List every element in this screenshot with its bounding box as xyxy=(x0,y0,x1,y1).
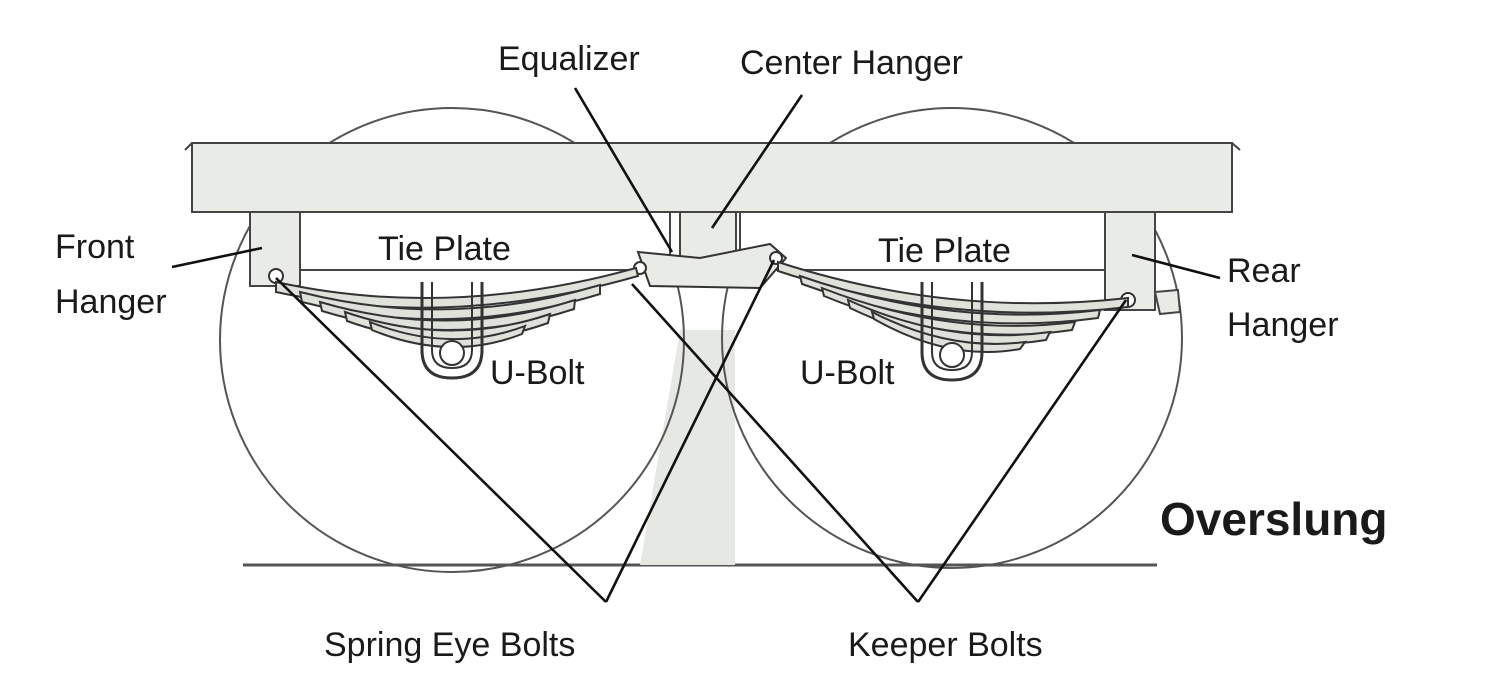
rear-hanger-leader xyxy=(1131,253,1221,280)
u-bolt-right-label: U-Bolt xyxy=(800,354,895,392)
front-spring-eye xyxy=(268,268,284,284)
tie-plate-left-label: Tie Plate xyxy=(378,230,511,268)
equalizer-leader xyxy=(573,87,674,253)
front-leaf-spring xyxy=(275,266,640,349)
spring-eye-bolts-label: Spring Eye Bolts xyxy=(324,626,575,664)
tie-plate-left-panel xyxy=(299,211,671,271)
rear-leaf-spring xyxy=(777,260,1129,354)
keeper-bolts-label: Keeper Bolts xyxy=(848,626,1043,664)
front-u-bolt xyxy=(420,282,484,380)
rear-wheel xyxy=(721,107,1183,569)
tie-plate-right-label: Tie Plate xyxy=(878,232,1011,270)
between-wheel-shading xyxy=(640,330,735,565)
front-hanger-label-line2: Hanger xyxy=(55,283,167,321)
keeper-bolts-leader-left xyxy=(631,283,919,603)
spring-eye-bolts-leader-right xyxy=(604,259,776,603)
tie-plate-right-panel xyxy=(739,211,1106,271)
rear-u-bolt xyxy=(920,282,984,382)
equalizer-label: Equalizer xyxy=(498,40,640,78)
diagram-title: Overslung xyxy=(1160,493,1388,545)
front-hanger-leader xyxy=(171,246,263,269)
rear-shackle xyxy=(1153,288,1182,316)
rear-hanger-label-line1: Rear xyxy=(1227,252,1301,290)
u-bolt-left-label: U-Bolt xyxy=(490,354,585,392)
front-hanger-label-line1: Front xyxy=(55,228,135,266)
rear-hanger-label-line2: Hanger xyxy=(1227,306,1339,344)
equalizer xyxy=(636,242,788,290)
frame-rail xyxy=(191,142,1233,213)
center-hanger-label: Center Hanger xyxy=(740,44,963,82)
frame-rail-edge xyxy=(184,142,193,151)
frame-rail-edge-right xyxy=(1231,142,1241,151)
spring-eye-bolts-leader-left xyxy=(275,277,607,603)
center-hanger-leader xyxy=(710,94,804,229)
keeper-bolts-leader-right xyxy=(916,299,1128,603)
